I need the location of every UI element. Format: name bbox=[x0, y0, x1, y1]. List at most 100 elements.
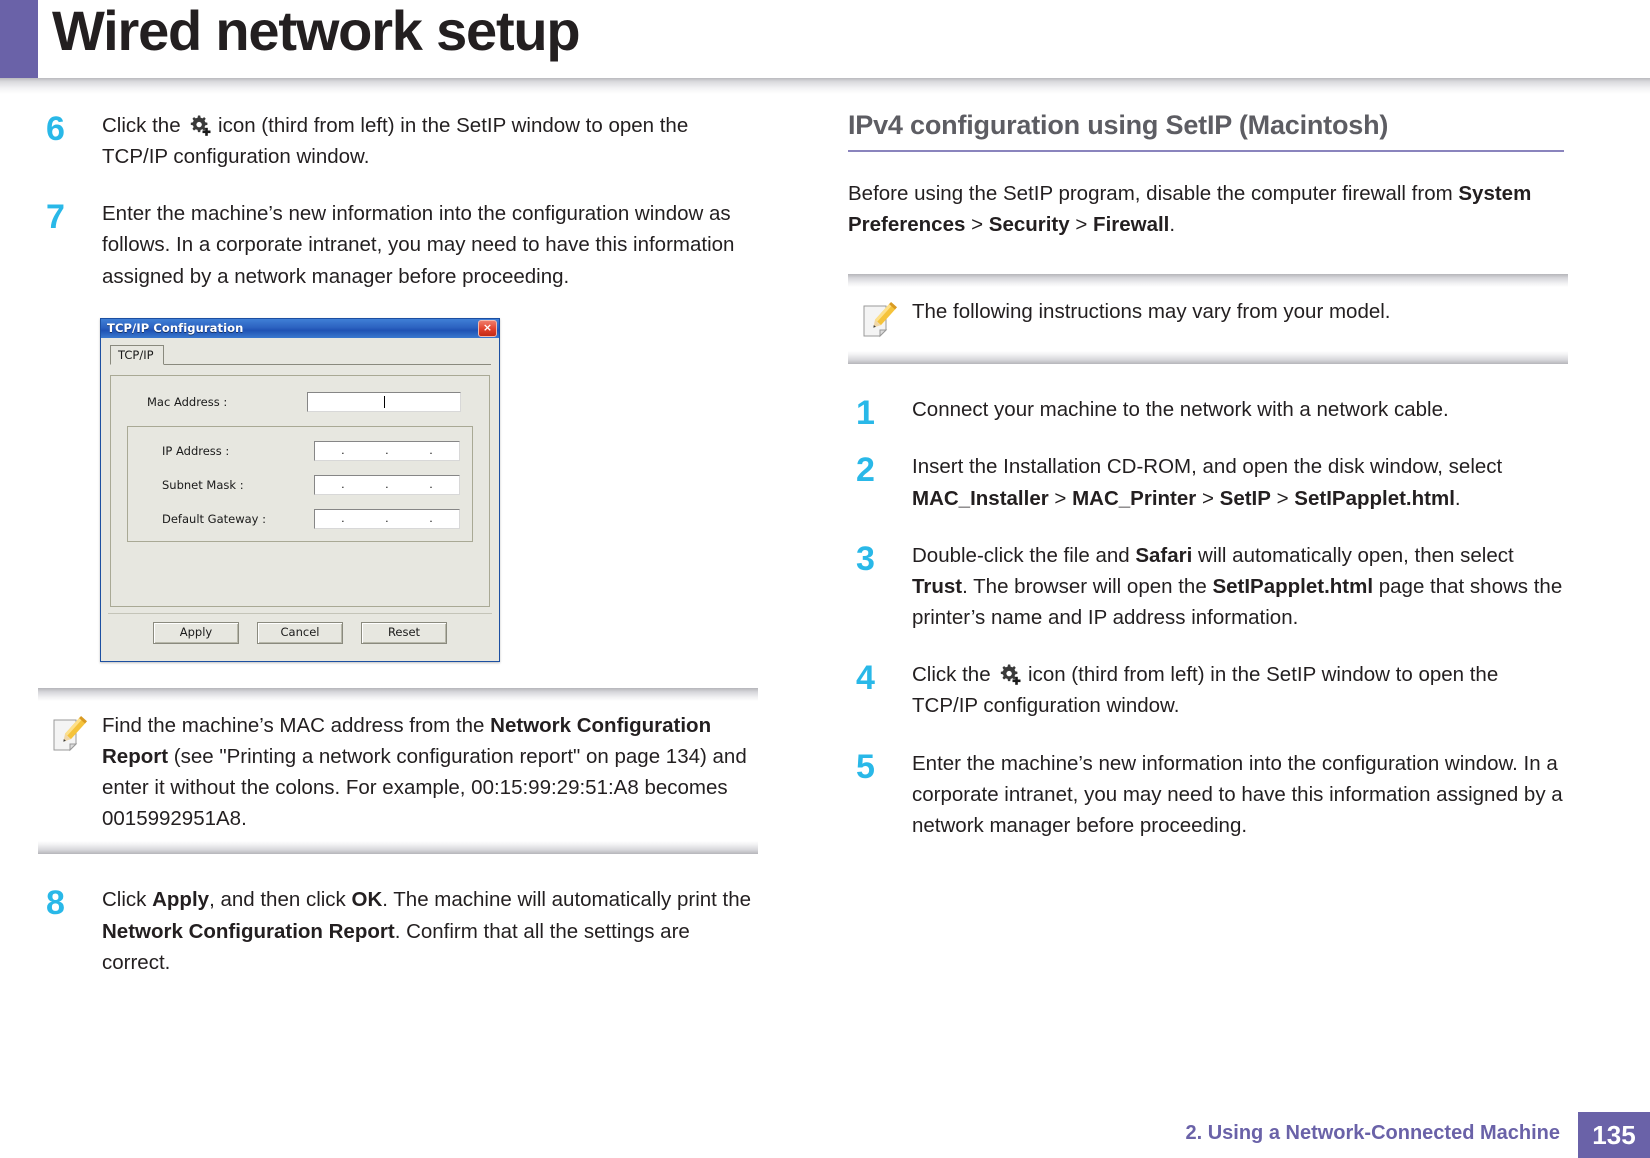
step-2-number: 2 bbox=[856, 451, 875, 490]
tab-tcpip[interactable]: TCP/IP bbox=[110, 344, 164, 365]
step-2-b2: MAC_Printer bbox=[1072, 486, 1197, 510]
step-5: 5 Enter the machine’s new information in… bbox=[848, 748, 1568, 841]
step-3-b2: Trust bbox=[912, 574, 963, 598]
section-heading: IPv4 configuration using SetIP (Macintos… bbox=[848, 110, 1389, 140]
step-6-body: Click the icon (third from left) in the … bbox=[102, 110, 758, 172]
step-3-body: Double-click the file and Safari will au… bbox=[912, 540, 1568, 633]
step-2-b1: MAC_Installer bbox=[912, 486, 1049, 510]
right-column: IPv4 configuration using SetIP (Macintos… bbox=[848, 110, 1568, 867]
gear-plus-icon bbox=[186, 113, 212, 137]
dialog-button-row: Apply Cancel Reset bbox=[108, 612, 492, 652]
step-2-b3: SetIP bbox=[1219, 486, 1271, 510]
text-caret bbox=[384, 395, 385, 408]
intro-b1: System Preferences bbox=[848, 182, 1532, 237]
tcpip-configuration-dialog: TCP/IP Configuration × TCP/IP Mac Addres… bbox=[100, 317, 500, 662]
header-accent-bar bbox=[0, 0, 38, 78]
ip-settings-group: IP Address : ... Subnet Mask : ... bbox=[127, 425, 473, 542]
step-6-number: 6 bbox=[46, 110, 65, 148]
step-5-body: Enter the machine’s new information into… bbox=[912, 751, 1563, 837]
note-pencil-icon bbox=[858, 300, 898, 342]
note-box-mac-address: Find the machine’s MAC address from the … bbox=[38, 687, 758, 855]
step-4-text-before: Click the bbox=[912, 663, 997, 687]
dialog-title: TCP/IP Configuration bbox=[107, 321, 244, 336]
intro-paragraph: Before using the SetIP program, disable … bbox=[848, 178, 1568, 240]
default-gateway-input[interactable]: ... bbox=[313, 508, 460, 529]
step-3-b3: SetIPapplet.html bbox=[1212, 574, 1374, 598]
step-3-p1: Double-click the file and bbox=[912, 543, 1136, 567]
apply-button[interactable]: Apply bbox=[153, 621, 239, 644]
step-7-body: Enter the machine’s new information into… bbox=[102, 202, 735, 288]
step-8-p2: , and then click bbox=[209, 888, 352, 912]
cancel-button[interactable]: Cancel bbox=[257, 621, 343, 644]
ip-address-row: IP Address : ... bbox=[140, 440, 460, 461]
subnet-mask-input[interactable]: ... bbox=[313, 474, 460, 495]
intro-p2: . bbox=[1169, 213, 1176, 237]
ip-address-input[interactable]: ... bbox=[313, 440, 460, 461]
step-8-p1: Click bbox=[102, 888, 153, 912]
dialog-body: TCP/IP Mac Address : IP Address : bbox=[101, 338, 499, 661]
intro-sep2: > bbox=[1069, 213, 1094, 237]
step-2: 2 Insert the Installation CD-ROM, and op… bbox=[848, 451, 1568, 513]
note-inner: Find the machine’s MAC address from the … bbox=[38, 710, 758, 835]
step-2-s1: > bbox=[1048, 486, 1073, 510]
dialog-panel: Mac Address : IP Address : ... bbox=[110, 374, 490, 607]
step-8-p3: . The machine will automatically print t… bbox=[382, 888, 752, 912]
step-3-b1: Safari bbox=[1135, 543, 1193, 567]
tcpip-dialog-figure: TCP/IP Configuration × TCP/IP Mac Addres… bbox=[100, 317, 758, 662]
step-8-p4: . Confirm that all the settings are corr… bbox=[102, 919, 690, 974]
step-4-body: Click the icon (third from left) in the … bbox=[912, 659, 1568, 721]
step-1-number: 1 bbox=[856, 394, 875, 433]
step-4-text-after: icon (third from left) in the SetIP wind… bbox=[912, 663, 1499, 718]
step-1: 1 Connect your machine to the network wi… bbox=[848, 394, 1568, 430]
note-text: Find the machine’s MAC address from the … bbox=[102, 710, 758, 835]
footer-chapter-label: 2. Using a Network-Connected Machine bbox=[1185, 1122, 1560, 1144]
step-4-number: 4 bbox=[856, 659, 875, 698]
ip-address-octets: ... bbox=[341, 443, 433, 457]
dialog-titlebar: TCP/IP Configuration × bbox=[101, 318, 499, 338]
footer-page-number: 135 bbox=[1578, 1112, 1650, 1158]
reset-button[interactable]: Reset bbox=[361, 621, 447, 644]
step-8-b1: Apply bbox=[152, 888, 210, 912]
note-inner-right: The following instructions may vary from… bbox=[848, 296, 1568, 344]
step-2-p1: Insert the Installation CD-ROM, and open… bbox=[912, 455, 1503, 479]
step-7-number: 7 bbox=[46, 198, 65, 237]
default-gateway-octets: ... bbox=[341, 511, 433, 525]
intro-sep1: > bbox=[965, 213, 989, 237]
section-heading-rule bbox=[848, 150, 1564, 152]
step-2-body: Insert the Installation CD-ROM, and open… bbox=[912, 451, 1568, 513]
step-2-s2: > bbox=[1196, 486, 1220, 510]
note-part-2: (see "Printing a network configuration r… bbox=[102, 744, 747, 831]
step-8-b2: OK bbox=[351, 888, 383, 912]
content-columns: 6 Click the icon (third from left) in th… bbox=[0, 110, 1650, 1030]
page-header: Wired network setup bbox=[0, 0, 1650, 94]
step-5-number: 5 bbox=[856, 747, 875, 786]
gear-plus-icon bbox=[996, 662, 1022, 686]
step-8: 8 Click Apply, and then click OK. The ma… bbox=[38, 884, 758, 977]
step-3-p2: will automatically open, then select bbox=[1192, 543, 1514, 567]
header-divider bbox=[0, 78, 1650, 94]
intro-b3: Firewall bbox=[1093, 213, 1170, 237]
intro-p1: Before using the SetIP program, disable … bbox=[848, 182, 1459, 205]
mac-address-input[interactable] bbox=[307, 391, 461, 412]
step-8-number: 8 bbox=[46, 884, 65, 923]
step-3-p4: page that shows the printer’s name and I… bbox=[912, 574, 1563, 630]
step-6-text-after: icon (third from left) in the SetIP wind… bbox=[102, 114, 689, 169]
step-8-b3: Network Configuration Report bbox=[102, 919, 395, 943]
default-gateway-label: Default Gateway : bbox=[162, 511, 267, 526]
step-6: 6 Click the icon (third from left) in th… bbox=[38, 110, 758, 172]
step-2-b4: SetIPapplet.html bbox=[1294, 486, 1455, 510]
step-7: 7 Enter the machine’s new information in… bbox=[38, 198, 758, 291]
step-2-p2: . bbox=[1454, 486, 1461, 510]
note-pencil-icon bbox=[48, 714, 88, 756]
intro-b2: Security bbox=[988, 213, 1070, 237]
step-6-text-before: Click the bbox=[102, 114, 187, 137]
panel-spacer bbox=[125, 550, 475, 592]
mac-address-row: Mac Address : bbox=[125, 391, 475, 412]
step-8-body: Click Apply, and then click OK. The mach… bbox=[102, 884, 758, 977]
subnet-mask-row: Subnet Mask : ... bbox=[140, 474, 460, 495]
step-2-s3: > bbox=[1270, 486, 1295, 510]
step-3-number: 3 bbox=[856, 539, 875, 578]
mac-address-label: Mac Address : bbox=[147, 394, 228, 409]
close-icon[interactable]: × bbox=[478, 319, 497, 337]
left-column: 6 Click the icon (third from left) in th… bbox=[38, 110, 758, 1004]
